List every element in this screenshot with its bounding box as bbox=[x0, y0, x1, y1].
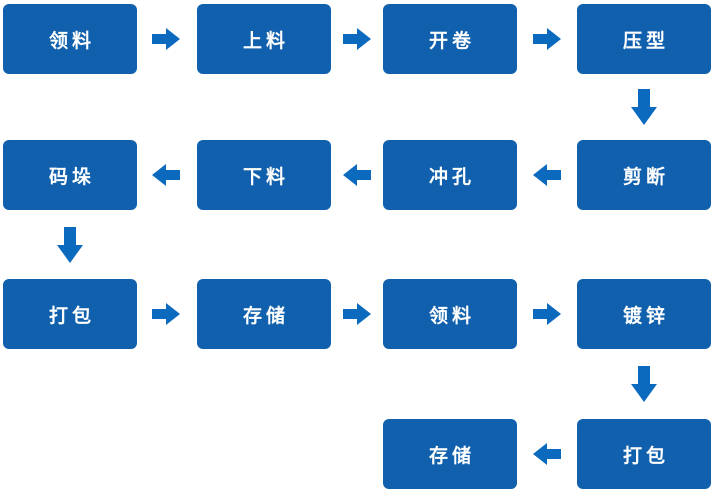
node-label: 存储 bbox=[428, 444, 475, 467]
node-label: 领料 bbox=[48, 29, 95, 52]
node-label: 存储 bbox=[242, 304, 289, 327]
arrow-right-icon bbox=[343, 303, 371, 325]
node-label: 上料 bbox=[242, 29, 289, 52]
node-material-requisition-1: 领料 bbox=[3, 4, 137, 74]
node-storage-1: 存储 bbox=[197, 279, 331, 349]
node-press-forming: 压型 bbox=[577, 4, 711, 74]
node-blanking: 下料 bbox=[197, 140, 331, 210]
arrow-right-icon bbox=[343, 28, 371, 50]
arrow-down-icon bbox=[57, 227, 83, 263]
node-label: 镀锌 bbox=[622, 304, 669, 327]
node-label: 压型 bbox=[622, 29, 669, 52]
arrow-left-icon bbox=[152, 164, 180, 186]
node-label: 下料 bbox=[242, 165, 289, 188]
node-punching: 冲孔 bbox=[383, 140, 517, 210]
node-label: 开卷 bbox=[428, 29, 475, 52]
node-packing-1: 打包 bbox=[3, 279, 137, 349]
node-label: 领料 bbox=[428, 304, 475, 327]
node-label: 冲孔 bbox=[428, 165, 475, 188]
node-shearing: 剪断 bbox=[577, 140, 711, 210]
arrow-left-icon bbox=[533, 443, 561, 465]
node-label: 打包 bbox=[622, 444, 669, 467]
arrow-right-icon bbox=[533, 28, 561, 50]
arrow-down-icon bbox=[631, 89, 657, 125]
arrow-right-icon bbox=[533, 303, 561, 325]
node-label: 剪断 bbox=[622, 165, 669, 188]
node-material-requisition-2: 领料 bbox=[383, 279, 517, 349]
node-galvanizing: 镀锌 bbox=[577, 279, 711, 349]
node-label: 打包 bbox=[48, 304, 95, 327]
node-stacking: 码垛 bbox=[3, 140, 137, 210]
arrow-left-icon bbox=[533, 164, 561, 186]
arrow-right-icon bbox=[152, 28, 180, 50]
node-uncoiling: 开卷 bbox=[383, 4, 517, 74]
arrow-right-icon bbox=[152, 303, 180, 325]
node-packing-2: 打包 bbox=[577, 419, 711, 489]
node-loading: 上料 bbox=[197, 4, 331, 74]
arrow-down-icon bbox=[631, 366, 657, 402]
node-label: 码垛 bbox=[48, 165, 95, 188]
arrow-left-icon bbox=[343, 164, 371, 186]
node-storage-2: 存储 bbox=[383, 419, 517, 489]
